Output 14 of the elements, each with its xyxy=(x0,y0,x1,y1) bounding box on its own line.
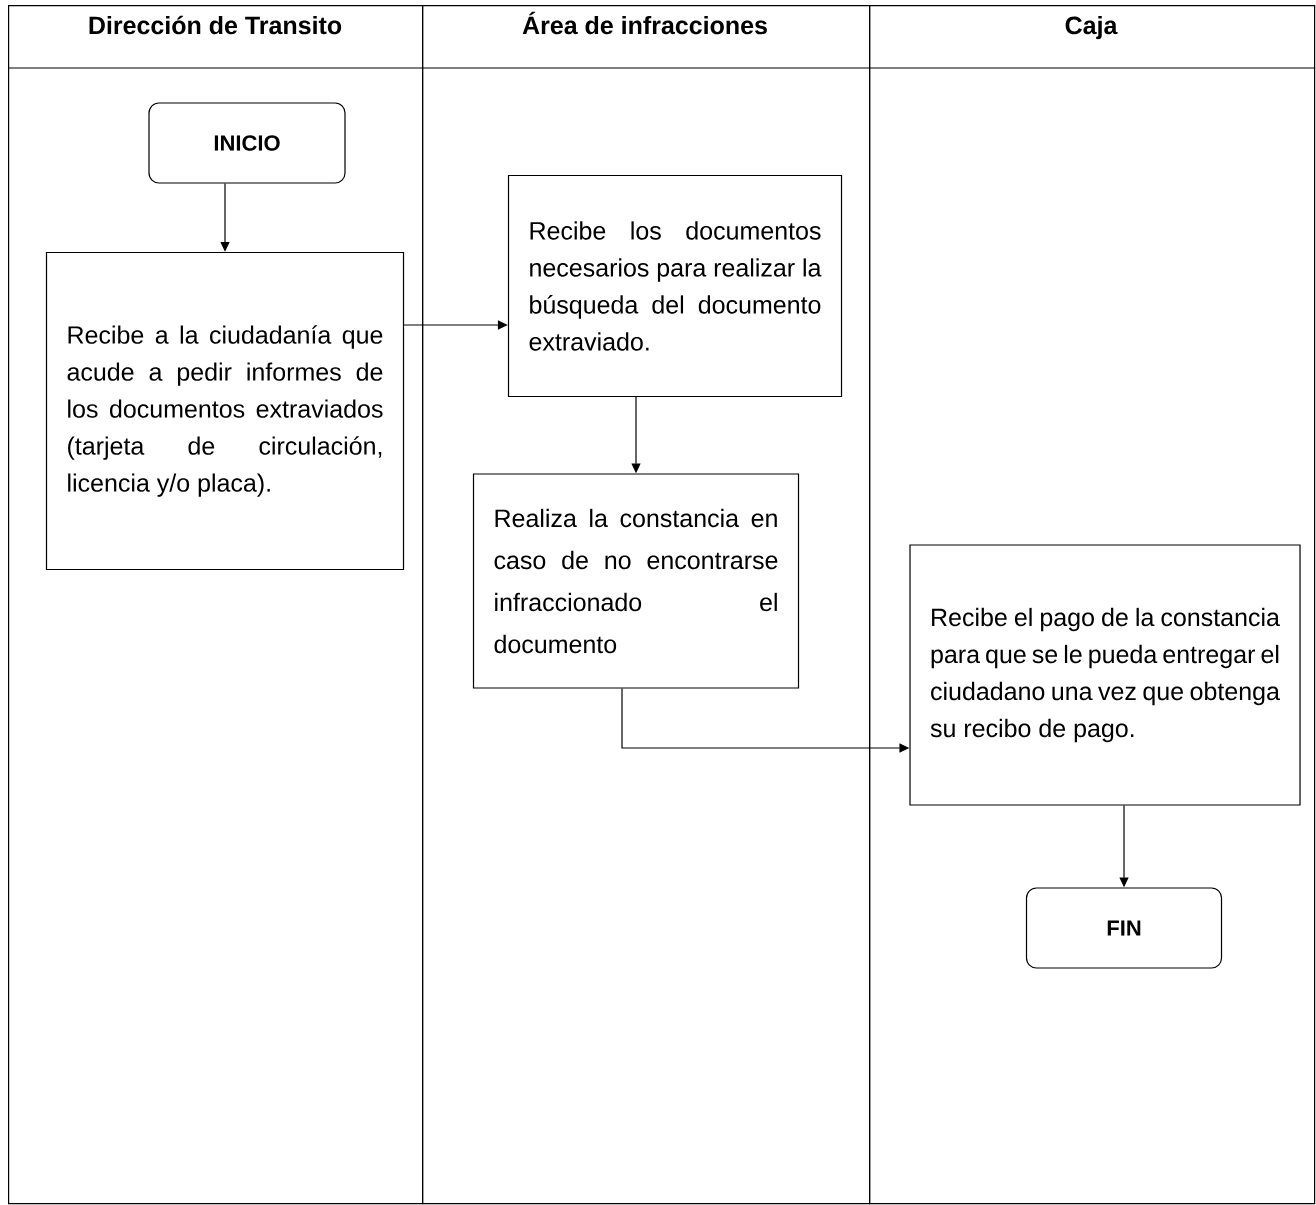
swimlane xyxy=(422,5,871,1205)
process-box: Realiza la constancia en caso de no encontrarse infraccionado el documento xyxy=(472,473,800,689)
terminal-box: INICIO xyxy=(148,102,346,184)
process-box: Recibe el pago de la constancia para que se le pueda entregar el ciudadano una vez que obtenga su recibo de pago. xyxy=(909,544,1301,806)
process-box: Recibe los documentos necesarios para realizar la búsqueda del documento extraviado. xyxy=(507,174,843,398)
swimlane xyxy=(869,5,1316,1205)
lane-heading: Dirección de Transito xyxy=(89,15,342,35)
arrow xyxy=(403,320,508,330)
process-box: Recibe a la ciudadanía que acude a pedir informes de los documentos extraviados (tarjeta de circulación, licencia y/o placa). xyxy=(45,251,405,571)
terminal-box: FIN xyxy=(1025,887,1223,969)
swimlane xyxy=(8,5,424,1205)
lane-heading: Área de infracciones xyxy=(522,11,767,35)
arrow xyxy=(220,183,230,252)
lane-heading: Caja xyxy=(1065,15,1118,40)
